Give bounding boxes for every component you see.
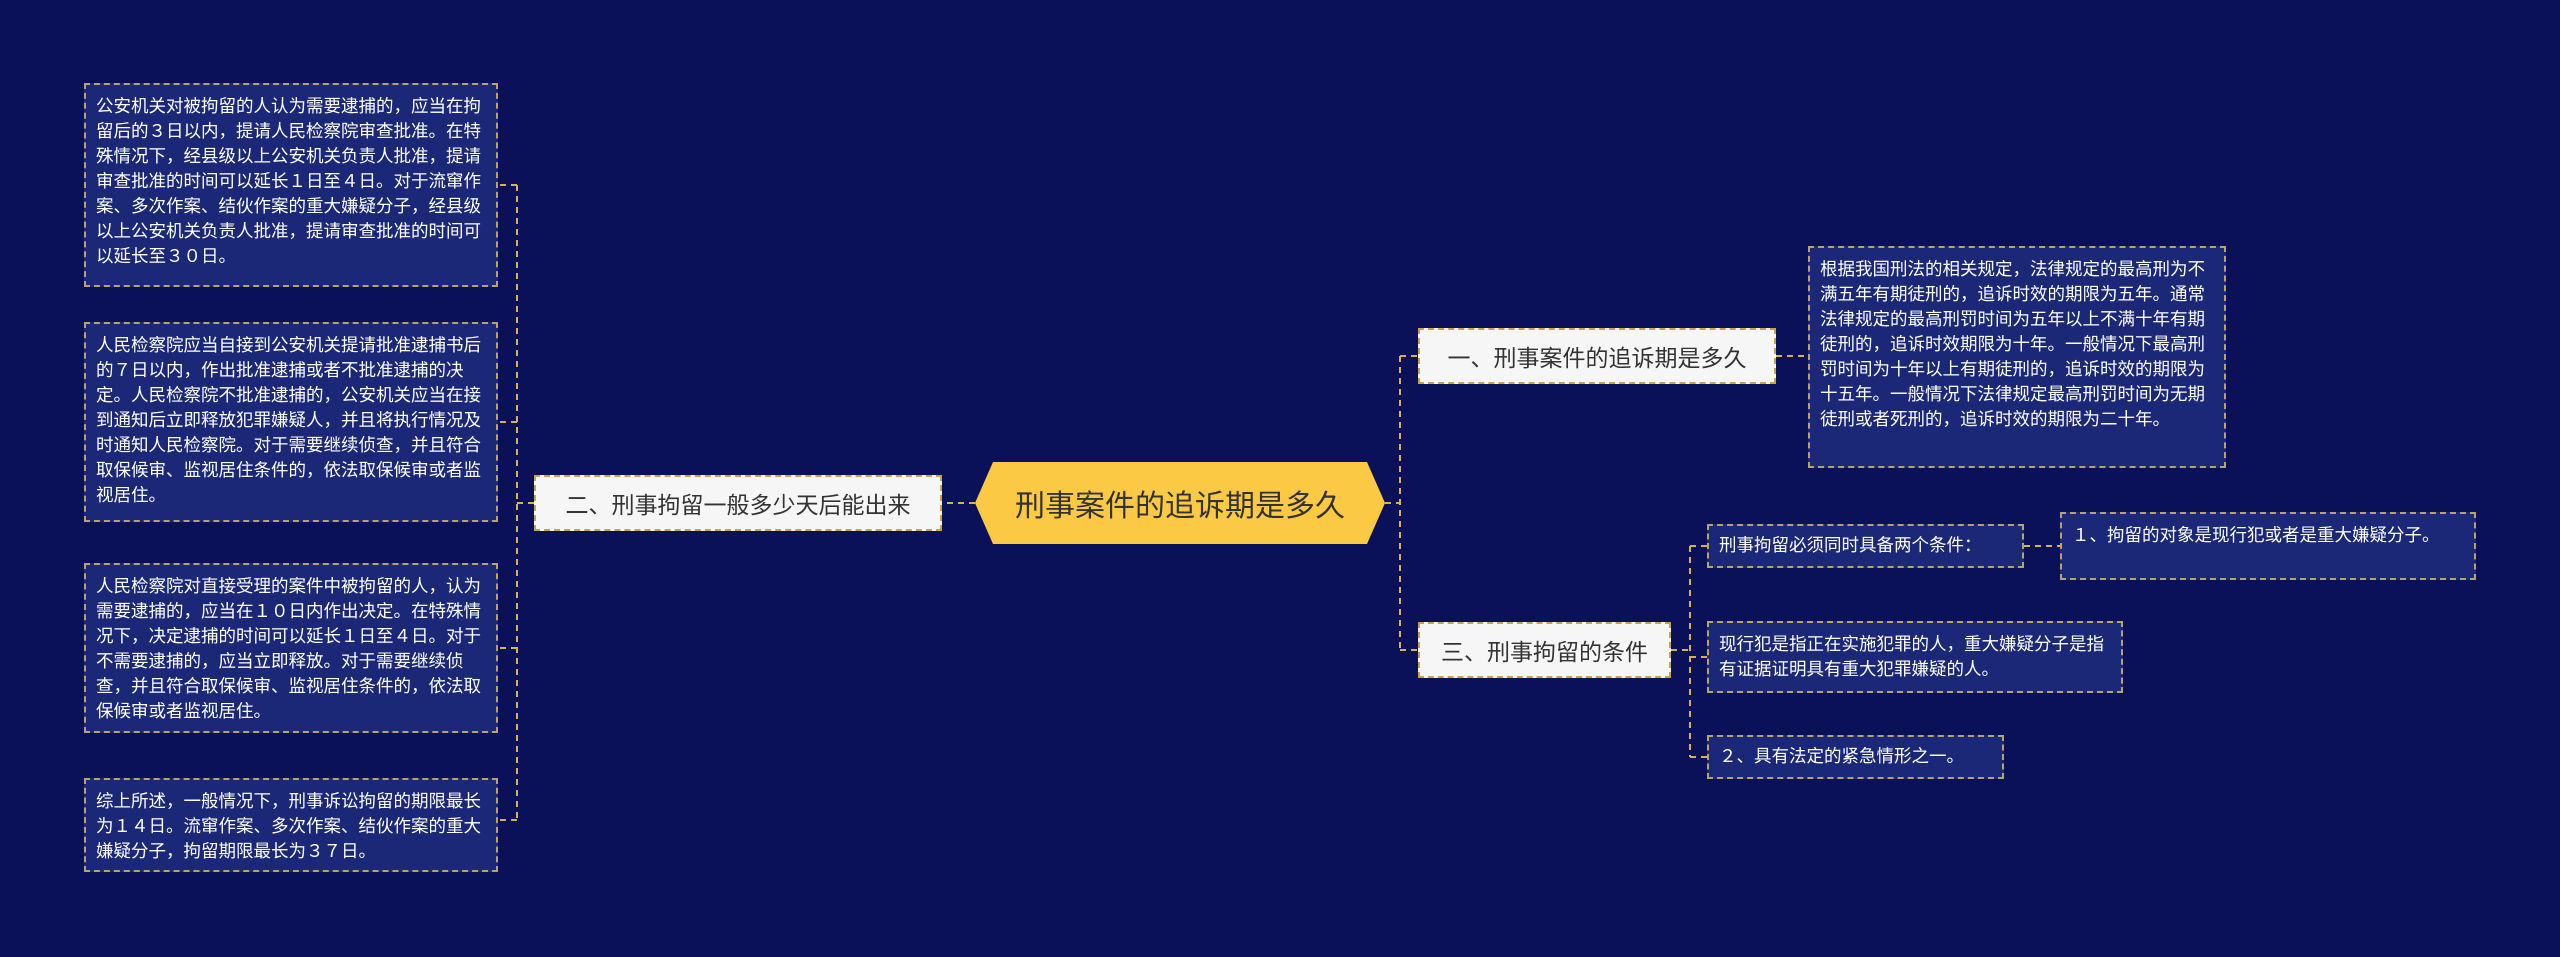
leaf-summary[interactable]: 综上所述，一般情况下，刑事诉讼拘留的期限最长为１４日。流窜作案、多次作案、结伙作… — [84, 778, 498, 872]
leaf-procuratorate-direct-cases-text: 人民检察院对直接受理的案件中被拘留的人，认为需要逮捕的，应当在１０日内作出决定。… — [96, 577, 481, 722]
branch-detention-conditions-label: 三、刑事拘留的条件 — [1441, 640, 1648, 666]
branch-detention-duration-label: 二、刑事拘留一般多少天后能出来 — [565, 493, 911, 519]
leaf-condition-2[interactable]: ２、具有法定的紧急情形之一。 — [1707, 735, 2004, 779]
leaf-condition-1[interactable]: １、拘留的对象是现行犯或者是重大嫌疑分子。 — [2060, 512, 2476, 580]
root-topic-label: 刑事案件的追诉期是多久 — [1015, 489, 1345, 524]
leaf-procuratorate-direct-cases[interactable]: 人民检察院对直接受理的案件中被拘留的人，认为需要逮捕的，应当在１０日内作出决定。… — [84, 563, 498, 733]
branch-prosecution-limitation[interactable]: 一、刑事案件的追诉期是多久 — [1418, 328, 1776, 384]
connector-left-trunk — [516, 185, 534, 820]
root-topic[interactable]: 刑事案件的追诉期是多久 — [975, 462, 1385, 544]
leaf-public-security-arrest-text: 公安机关对被拘留的人认为需要逮捕的，应当在拘留后的３日以内，提请人民检察院审查批… — [96, 97, 481, 267]
leaf-limitation-periods-text: 根据我国刑法的相关规定，法律规定的最高刑为不满五年有期徒刑的，追诉时效的期限为五… — [1820, 260, 2205, 430]
leaf-active-criminal-definition[interactable]: 现行犯是指正在实施犯罪的人，重大嫌疑分子是指有证据证明具有重大犯罪嫌疑的人。 — [1707, 621, 2123, 693]
connector-root-right — [1385, 356, 1401, 650]
leaf-procuratorate-approval-text: 人民检察院应当自接到公安机关提请批准逮捕书后的７日以内，作出批准逮捕或者不批准逮… — [96, 336, 481, 506]
leaf-two-conditions-text: 刑事拘留必须同时具备两个条件： — [1719, 535, 1982, 556]
leaf-public-security-arrest[interactable]: 公安机关对被拘留的人认为需要逮捕的，应当在拘留后的３日以内，提请人民检察院审查批… — [84, 83, 498, 287]
leaf-summary-text: 综上所述，一般情况下，刑事诉讼拘留的期限最长为１４日。流窜作案、多次作案、结伙作… — [96, 792, 481, 862]
branch-detention-duration[interactable]: 二、刑事拘留一般多少天后能出来 — [534, 475, 942, 531]
leaf-condition-1-text: １、拘留的对象是现行犯或者是重大嫌疑分子。 — [2072, 526, 2440, 546]
branch-prosecution-limitation-label: 一、刑事案件的追诉期是多久 — [1447, 346, 1747, 372]
connector-branch3-trunk — [1671, 546, 1691, 757]
leaf-active-criminal-definition-text: 现行犯是指正在实施犯罪的人，重大嫌疑分子是指有证据证明具有重大犯罪嫌疑的人。 — [1719, 635, 2104, 680]
leaf-limitation-periods[interactable]: 根据我国刑法的相关规定，法律规定的最高刑为不满五年有期徒刑的，追诉时效的期限为五… — [1808, 246, 2226, 468]
leaf-procuratorate-approval[interactable]: 人民检察院应当自接到公安机关提请批准逮捕书后的７日以内，作出批准逮捕或者不批准逮… — [84, 322, 498, 522]
leaf-condition-2-text: ２、具有法定的紧急情形之一。 — [1719, 746, 1964, 767]
leaf-two-conditions[interactable]: 刑事拘留必须同时具备两个条件： — [1707, 524, 2024, 568]
branch-detention-conditions[interactable]: 三、刑事拘留的条件 — [1418, 622, 1671, 678]
